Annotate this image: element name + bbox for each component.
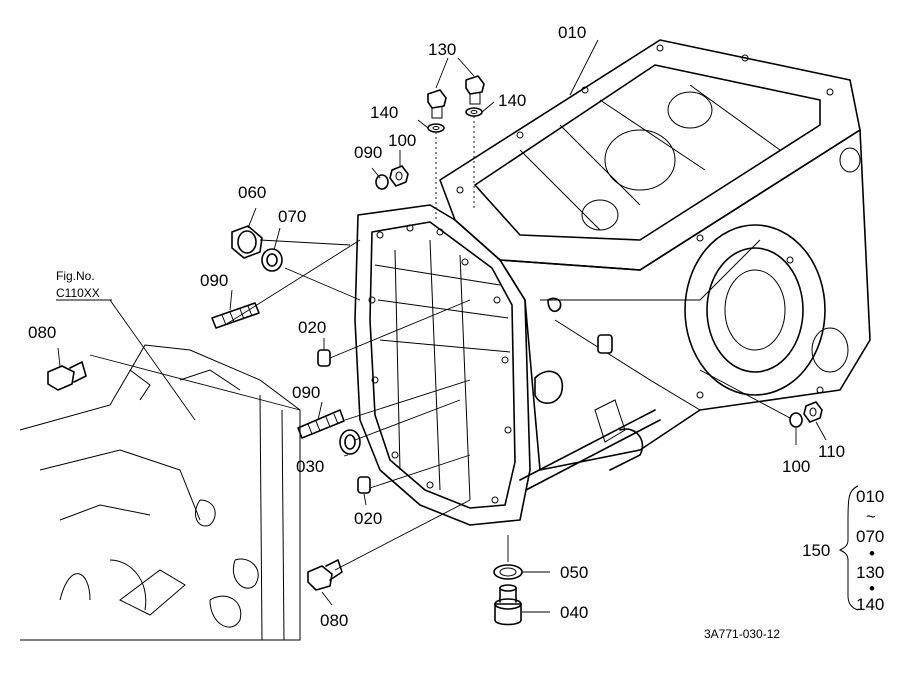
part-060-plug bbox=[231, 225, 263, 259]
label-100-upper: 090 bbox=[354, 143, 382, 162]
label-010: 010 bbox=[558, 23, 586, 42]
label-020-upper: 020 bbox=[298, 318, 326, 337]
label-090-upper: 090 bbox=[200, 271, 228, 290]
transmission-case bbox=[354, 39, 871, 526]
label-110-lower: 110 bbox=[818, 442, 845, 461]
assembly-item-140: 140 bbox=[856, 595, 884, 614]
part-040-plug bbox=[494, 584, 522, 626]
part-070-seal bbox=[261, 248, 283, 272]
label-040: 040 bbox=[560, 603, 588, 622]
part-140-washer-right bbox=[465, 107, 483, 117]
part-050-seal bbox=[493, 564, 523, 580]
part-110-nut-lower bbox=[803, 401, 823, 423]
label-020-lower: 020 bbox=[354, 509, 382, 528]
label-140-left: 140 bbox=[370, 103, 398, 122]
label-080-lower: 080 bbox=[320, 611, 348, 630]
assembly-item-070: 070 bbox=[856, 527, 884, 546]
part-140-washer-left bbox=[427, 123, 445, 133]
label-080-upper: 080 bbox=[28, 323, 56, 342]
part-030-seal bbox=[339, 429, 361, 455]
assembly-item-010: 010 bbox=[856, 487, 884, 506]
label-060: 060 bbox=[238, 183, 266, 202]
label-130: 130 bbox=[428, 40, 456, 59]
part-130-bolt-right bbox=[465, 75, 485, 105]
fig-ref-line2: C110XX bbox=[56, 286, 100, 300]
mating-housing bbox=[19, 344, 301, 641]
leader-lines bbox=[57, 39, 827, 613]
assembly-sep-2: • bbox=[869, 544, 875, 563]
part-080-bolt-lower bbox=[307, 559, 343, 591]
part-020-pin-upper bbox=[317, 349, 331, 367]
drawing-code: 3A771-030-12 bbox=[704, 627, 780, 641]
part-130-bolt-left bbox=[427, 89, 447, 119]
part-080-bolt-upper bbox=[47, 361, 87, 391]
part-110-nut-upper bbox=[389, 165, 409, 187]
part-100-washer-upper bbox=[375, 174, 389, 190]
assembly-group-150: 150 010 ~ 070 • 130 • 140 bbox=[802, 485, 884, 614]
fig-ref-line1: Fig.No. bbox=[56, 269, 95, 283]
assembly-sep-3: • bbox=[869, 579, 875, 598]
assembly-item-130: 130 bbox=[856, 563, 884, 582]
label-110-upper: 100 bbox=[388, 131, 416, 150]
label-050: 050 bbox=[560, 563, 588, 582]
assembly-sep-1: ~ bbox=[866, 507, 876, 526]
label-100-lower: 100 bbox=[782, 457, 810, 476]
label-150: 150 bbox=[802, 541, 830, 560]
label-090-lower: 090 bbox=[292, 383, 320, 402]
part-090-stud-lower bbox=[297, 409, 345, 439]
label-030: 030 bbox=[296, 457, 324, 476]
part-100-washer-lower bbox=[789, 412, 803, 428]
part-020-pin-lower bbox=[357, 476, 371, 494]
label-070: 070 bbox=[278, 207, 306, 226]
part-090-stud-upper bbox=[211, 302, 260, 329]
label-140-right: 140 bbox=[498, 91, 526, 110]
